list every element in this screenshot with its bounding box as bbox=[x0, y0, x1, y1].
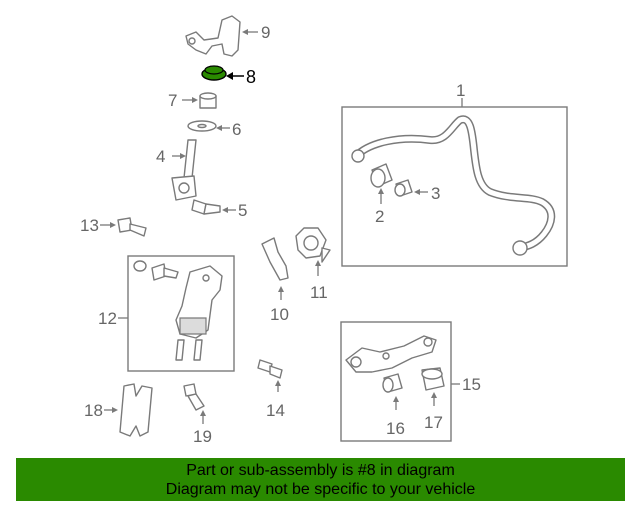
part-16-bushing[interactable] bbox=[382, 373, 403, 410]
part-3-bushing[interactable] bbox=[394, 179, 428, 197]
callout-13: 13 bbox=[80, 216, 99, 235]
callout-1: 1 bbox=[456, 81, 465, 100]
part-1-stabilizer-bar[interactable] bbox=[351, 115, 556, 256]
part-18-bracket[interactable] bbox=[104, 383, 153, 437]
callout-12: 12 bbox=[98, 309, 117, 328]
callout-3: 3 bbox=[431, 184, 440, 203]
callout-9: 9 bbox=[261, 23, 270, 42]
part-8-bushing[interactable] bbox=[201, 65, 244, 81]
part-19-bolt[interactable] bbox=[183, 383, 206, 424]
part-12-assembly[interactable] bbox=[133, 260, 223, 361]
callout-6: 6 bbox=[232, 120, 241, 139]
part-7-insulator[interactable] bbox=[182, 92, 217, 109]
part-5-bolt[interactable] bbox=[191, 199, 236, 215]
callout-2: 2 bbox=[375, 207, 384, 226]
callout-5: 5 bbox=[238, 201, 247, 220]
group-frame-15 bbox=[340, 321, 452, 442]
callout-4: 4 bbox=[156, 147, 165, 166]
parts-diagram: 9 8 7 6 4 5 bbox=[80, 15, 568, 446]
part-2-bushing[interactable] bbox=[370, 163, 393, 204]
callout-15: 15 bbox=[462, 375, 481, 394]
part-11-bracket[interactable] bbox=[295, 227, 331, 276]
part-10-bracket[interactable] bbox=[261, 237, 289, 300]
callout-14: 14 bbox=[266, 401, 285, 420]
group-frame-1 bbox=[341, 106, 568, 267]
part-4-link[interactable] bbox=[171, 139, 197, 201]
callout-18: 18 bbox=[84, 401, 103, 420]
info-banner: Part or sub-assembly is #8 in diagram Di… bbox=[16, 458, 625, 501]
part-13-bolt[interactable] bbox=[100, 217, 147, 237]
part-6-washer[interactable] bbox=[187, 120, 230, 132]
callout-11: 11 bbox=[310, 283, 328, 302]
callout-10: 10 bbox=[270, 305, 289, 324]
callout-7: 7 bbox=[168, 91, 177, 110]
part-9-bracket[interactable] bbox=[185, 15, 258, 57]
group-frame-12 bbox=[127, 255, 235, 372]
callout-8: 8 bbox=[246, 67, 256, 87]
callout-17: 17 bbox=[424, 413, 443, 432]
part-15-lower-arm[interactable] bbox=[345, 335, 437, 373]
part-14-bolt[interactable] bbox=[257, 359, 283, 392]
callout-16: 16 bbox=[386, 419, 405, 438]
banner-line-1: Part or sub-assembly is #8 in diagram bbox=[186, 462, 455, 479]
banner-line-2: Diagram may not be specific to your vehi… bbox=[165, 481, 476, 498]
part-17-bushing[interactable] bbox=[421, 367, 445, 406]
callout-19: 19 bbox=[193, 427, 212, 446]
